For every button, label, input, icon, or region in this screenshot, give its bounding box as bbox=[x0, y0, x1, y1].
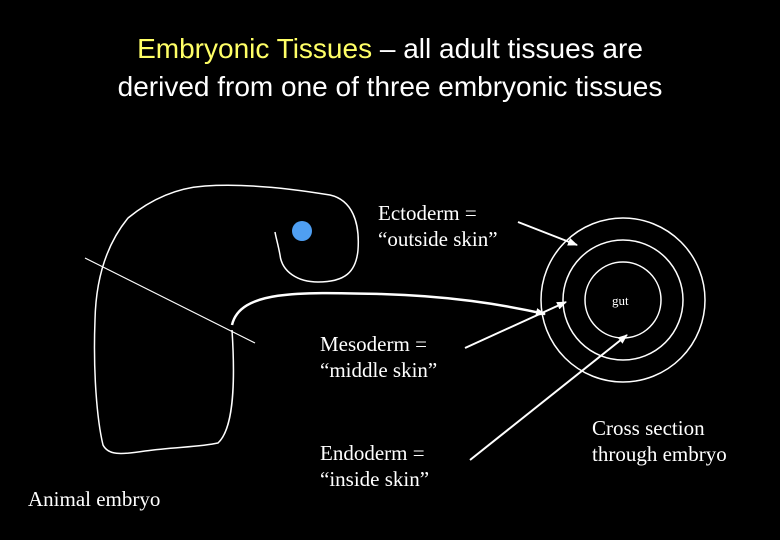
middle-ring-mesoderm bbox=[562, 239, 684, 361]
outer-ring-ectoderm bbox=[540, 217, 706, 383]
cross-section-label-line1: Cross section bbox=[592, 416, 705, 440]
title-highlight: Embryonic Tissues bbox=[137, 33, 373, 64]
title-line-1: Embryonic Tissues – all adult tissues ar… bbox=[0, 30, 780, 68]
endoderm-arrow bbox=[469, 334, 628, 461]
ectoderm-label-line2: “outside skin” bbox=[378, 227, 498, 251]
mesoderm-arrow bbox=[464, 301, 567, 349]
mesoderm-label: Mesoderm = “middle skin” bbox=[320, 331, 437, 383]
slide-title: Embryonic Tissues – all adult tissues ar… bbox=[0, 30, 780, 106]
cross-section-label-line2: through embryo bbox=[592, 442, 727, 466]
embryo-outline bbox=[93, 184, 360, 455]
gut-label: gut bbox=[612, 293, 629, 308]
mesoderm-label-line1: Mesoderm = bbox=[320, 332, 427, 356]
ectoderm-label-line1: Ectoderm = bbox=[378, 201, 477, 225]
mesoderm-label-line2: “middle skin” bbox=[320, 358, 438, 382]
curved-arrow bbox=[230, 291, 546, 326]
section-line bbox=[84, 257, 256, 344]
title-line-2: derived from one of three embryonic tiss… bbox=[117, 71, 663, 102]
animal-embryo-label: Animal embryo bbox=[28, 487, 161, 511]
endoderm-label-line1: Endoderm = bbox=[320, 441, 425, 465]
endoderm-label-line2: “inside skin” bbox=[320, 467, 430, 491]
title-rest: – all adult tissues are bbox=[372, 33, 643, 64]
ectoderm-label: Ectoderm = “outside skin” bbox=[378, 200, 498, 252]
embryo-eye bbox=[292, 221, 312, 241]
ectoderm-arrow bbox=[517, 221, 578, 246]
cross-section-label: Cross section through embryo bbox=[592, 415, 727, 467]
endoderm-label: Endoderm = “inside skin” bbox=[320, 440, 429, 492]
